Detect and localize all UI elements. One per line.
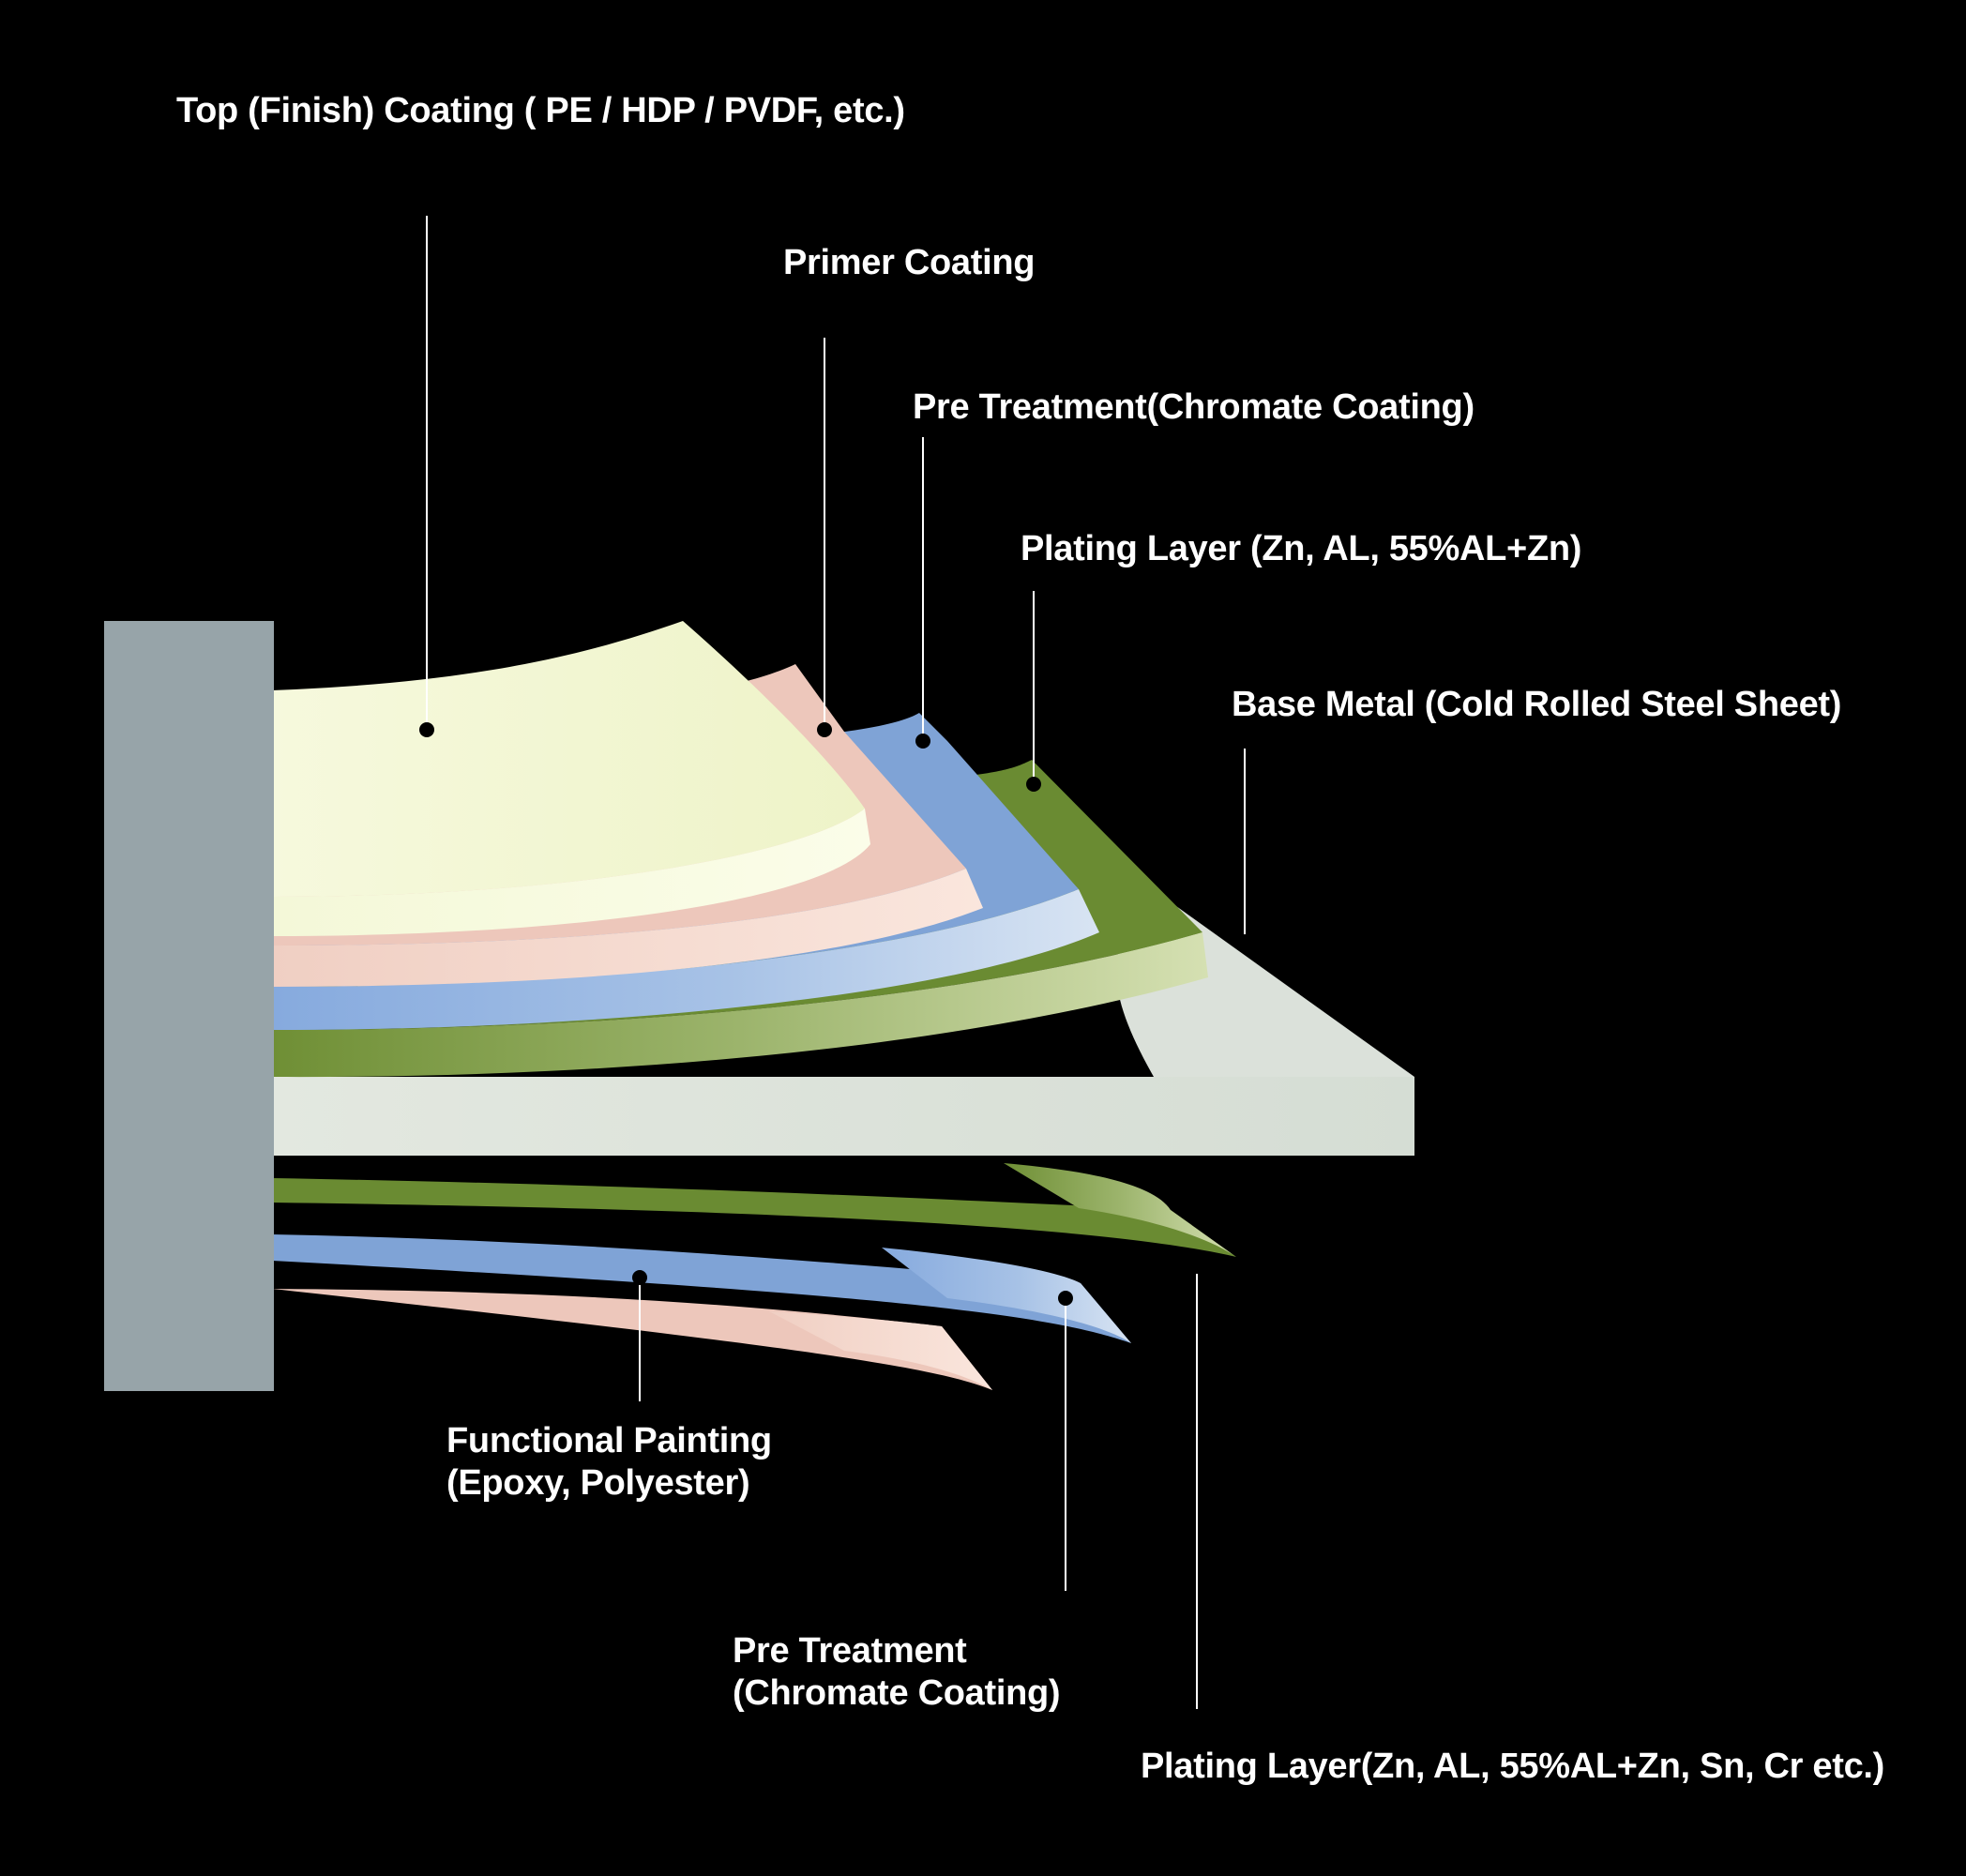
label-line: (Epoxy, Polyester) — [446, 1463, 750, 1503]
functional-painting-dot — [632, 1270, 647, 1285]
plating-bottom-dot — [1189, 1259, 1204, 1274]
label-line: Plating Layer(Zn, AL, 55%AL+Zn, Sn, Cr e… — [1141, 1747, 1885, 1786]
label-line: (Chromate Coating) — [733, 1673, 1061, 1713]
label-line: Pre Treatment — [733, 1631, 967, 1671]
plating-top-dot — [1026, 777, 1041, 792]
functional-painting-edge — [769, 1311, 992, 1390]
label-plating-layer-top: Plating Layer (Zn, AL, 55%AL+Zn) — [1021, 528, 1581, 570]
pre-treatment-bottom-dot — [1058, 1291, 1073, 1306]
label-line: Plating Layer (Zn, AL, 55%AL+Zn) — [1021, 529, 1582, 568]
top-coating-dot — [419, 722, 434, 737]
top-coating-edge — [272, 809, 870, 936]
label-line: Primer Coating — [783, 243, 1036, 282]
pre-treatment-top-edge — [272, 889, 1099, 1030]
functional-painting-layer — [272, 1259, 992, 1390]
plating-bottom-layer — [272, 1148, 1236, 1257]
pre-treatment-bottom-edge — [882, 1248, 1131, 1343]
top-coating-layer — [272, 621, 865, 897]
label-line: Pre Treatment(Chromate Coating) — [913, 387, 1474, 427]
base-metal-dot — [1237, 934, 1252, 949]
label-primer-coating: Primer Coating — [783, 242, 1035, 284]
base-metal-front — [272, 1077, 1414, 1156]
label-top-coating: Top (Finish) Coating ( PE / HDP / PVDF, … — [176, 90, 905, 132]
holder-block — [104, 621, 274, 1391]
label-functional-painting: Functional Painting(Epoxy, Polyester) — [446, 1420, 772, 1505]
primer-dot — [817, 722, 832, 737]
label-pre-treatment-top: Pre Treatment(Chromate Coating) — [913, 386, 1474, 429]
pre-treatment-top-dot — [915, 734, 930, 749]
label-line: Top (Finish) Coating ( PE / HDP / PVDF, … — [176, 91, 905, 130]
label-pre-treatment-bottom: Pre Treatment(Chromate Coating) — [733, 1630, 1061, 1715]
label-line: Functional Painting — [446, 1421, 772, 1460]
label-plating-layer-bottom: Plating Layer(Zn, AL, 55%AL+Zn, Sn, Cr e… — [1141, 1746, 1884, 1788]
primer-edge — [272, 869, 983, 987]
plating-top-edge — [272, 932, 1208, 1078]
pre-treatment-bottom-layer — [272, 1203, 1131, 1343]
label-line: Base Metal (Cold Rolled Steel Sheet) — [1232, 685, 1842, 724]
label-base-metal: Base Metal (Cold Rolled Steel Sheet) — [1232, 684, 1841, 726]
plating-bottom-edge — [1004, 1163, 1236, 1257]
